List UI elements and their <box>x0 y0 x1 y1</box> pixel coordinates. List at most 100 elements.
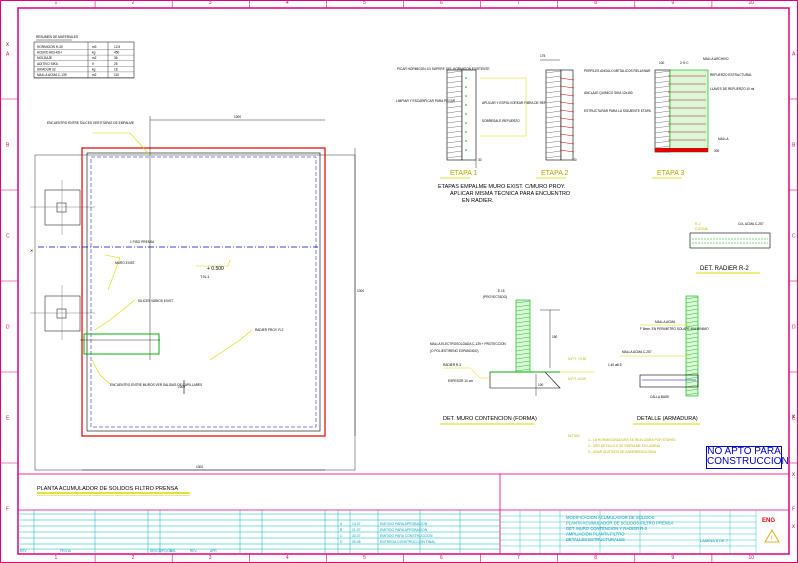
etapa1-note-c: APLICAR Y ESPOLVOREAR FIBRA DE REFUERZO <box>482 101 558 105</box>
table-row-qty: 12.5 <box>114 45 120 49</box>
plan-note-top: ENCUENTRO ENTRE SILICES VER ETAPAS DE EM… <box>47 121 134 125</box>
det-armadura-malla-b: MALLA ACMA C-257 <box>622 350 652 354</box>
plan-note-bottom: ENCUENTRO ENTRE MUROS VER SALIDAS DE CAP… <box>110 383 202 387</box>
plan-level-sub: T.N.1 <box>200 274 210 279</box>
det-muro-note-b: (O POLIESTIRENO EXPANDIDO) <box>430 349 478 353</box>
table-row-qty: 110 <box>114 73 119 77</box>
column-number: 4 <box>286 0 289 6</box>
det-muro-espesor: ESPESOR 10 cm <box>448 379 473 383</box>
row-letter: F <box>6 507 9 513</box>
materials-table-title: RESUMEN DE MATERIALES <box>36 35 78 39</box>
column-number: 8 <box>594 0 597 6</box>
etapa3-dim-a: 100 <box>659 61 665 65</box>
det-muro-e-sub: (PROYECTADO) <box>483 295 507 299</box>
row-letter: D <box>792 325 796 331</box>
row-letter: B <box>6 143 10 149</box>
etapa3-wall <box>654 69 671 153</box>
project-line: DETALLES ESTRUCTURALES <box>566 537 625 542</box>
rev-date: 21.07 <box>352 528 361 532</box>
column-number: 6 <box>440 0 443 6</box>
project-line: DET. MURO CONTENCION Y RADIER R-2 <box>566 526 648 531</box>
column-number: 1 <box>55 555 58 561</box>
etapa2-note-b: ANCLAJE QUIMICO SIKA 12x150 <box>584 91 633 95</box>
column-number: 2 <box>132 555 135 561</box>
det-muro-contencion: 150 100 E 15 (PROYECTADO) MALLA ELECTROS… <box>430 289 595 425</box>
det-armadura: MALLA ACMA MALLA ACMA C-257 F 8mm. EN PE… <box>608 295 709 425</box>
etapa2-note-a: PERFILES ANGULO METALICOS RELLENAR <box>584 69 651 73</box>
table-row-unit: kg <box>92 67 96 71</box>
etapa3-note-c: LLAVES DE REFUERZO 10 ml <box>710 87 755 91</box>
etapa3-note-b: REFUERZO ESTRUCTURAL <box>710 73 752 77</box>
row-letter: D <box>6 325 10 331</box>
plan-note-silices: SILICES VARIOS EXIST. <box>138 299 174 303</box>
etapa1-label: ETAPA 1 <box>450 170 477 177</box>
row-letter: A <box>792 52 796 58</box>
rev-date: 05.08 <box>352 540 361 544</box>
rev-date: 30.07 <box>352 534 361 538</box>
warning-mark: ! <box>771 536 773 542</box>
rev-letter: D <box>340 540 343 544</box>
rev-description: EMITIDO PARA CONSTRUCCION <box>380 534 433 538</box>
not-for-construction-stamp: NO APTO PARA CONSTRUCCION <box>706 446 789 469</box>
plan-dim-left: 1000 <box>178 385 185 389</box>
row-letter: A <box>6 52 10 58</box>
svg-text:30: 30 <box>573 158 577 162</box>
footer-label: DESCRIPCION <box>150 549 173 553</box>
notes-line-1: 1.- LA HORMIGONADURA SE REALIZARA POR ET… <box>588 438 676 442</box>
table-row-item: SIKADUR 32 <box>37 67 56 71</box>
footer-label: REV <box>20 549 27 553</box>
footer-label: DIB. <box>170 549 176 553</box>
etapa2-dim: 175 <box>540 54 546 58</box>
table-row-qty: 36 <box>114 56 118 60</box>
det-armadura-note: F 8mm. EN PERIMETRO SOLAPE 40d MINIMO <box>640 327 709 331</box>
table-row-item: ADITIVO SIKA <box>37 62 59 66</box>
rev-letter: C <box>340 534 343 538</box>
footer-label: REV. <box>190 549 197 553</box>
column-number: 6 <box>440 555 443 561</box>
column-number: 5 <box>363 0 366 6</box>
det-muro-level-a: N.P.T. +0.30 <box>568 357 586 361</box>
column-number: 8 <box>594 555 597 561</box>
column-number: 9 <box>671 555 674 561</box>
left-mark-1: x <box>6 42 9 48</box>
plan-outer-wall <box>81 147 326 437</box>
row-letter: E <box>6 416 10 422</box>
column-number: 3 <box>209 555 212 561</box>
footer-label: APR. <box>210 549 218 553</box>
plan-dim-top: 1000 <box>234 115 241 119</box>
det-muro-title: DET. MURO CONTENCION (FORMA) <box>443 416 537 422</box>
table-row-unit: m2 <box>92 73 97 77</box>
column-number: 4 <box>286 555 289 561</box>
stamp-line-1: NO APTO PARA <box>707 446 781 457</box>
right-mark-3: x <box>792 524 795 530</box>
plan-axis-marker: ✕ <box>30 248 33 253</box>
column-number: 3 <box>209 0 212 6</box>
table-row-unit: lt <box>92 62 94 66</box>
det-armadura-malla-a: MALLA ACMA <box>655 320 676 324</box>
det-radier: R-2 C/ZONA C/A. ACMA C-257 DET. RADIER R… <box>689 222 771 274</box>
plan-title: PLANTA ACUMULADOR DE SOLIDOS FILTRO PREN… <box>37 486 178 492</box>
plan-inner-wall <box>90 156 317 428</box>
etapa2-note-c: ESTRUCTURAR PARA LA SIGUIENTE ETAPA <box>584 109 652 113</box>
project-line: MODIFICACION ACUMULADOR DE SOLIDOS <box>566 515 655 520</box>
rev-description: ENTREGA CONSTRUCCION FINAL <box>380 540 435 544</box>
notes-title: NOTAS: <box>568 434 580 438</box>
etapa3-label: ETAPA 3 <box>657 170 684 177</box>
row-letter: B <box>792 143 796 149</box>
etapas-details: 30 PICAR HORMIGON 1/3 SUPERF. DEL HORMIG… <box>396 54 755 204</box>
etapa3-note-side: MALLA <box>718 137 729 141</box>
det-muro-v-dim: 100 <box>538 383 544 387</box>
column-number: 7 <box>517 555 520 561</box>
table-row-qty: 18 <box>114 67 118 71</box>
etapa1-note-a: PICAR HORMIGON 1/3 SUPERF. DEL HORMIGON … <box>397 67 490 71</box>
column-number: 7 <box>517 0 520 6</box>
table-row-unit: m3 <box>92 45 97 49</box>
etapa2-label: ETAPA 2 <box>541 170 568 177</box>
det-armadura-dim: 1.40 ø8.5 <box>608 363 622 367</box>
column-number: 5 <box>363 555 366 561</box>
company-logo-icon: ENG <box>762 518 775 524</box>
